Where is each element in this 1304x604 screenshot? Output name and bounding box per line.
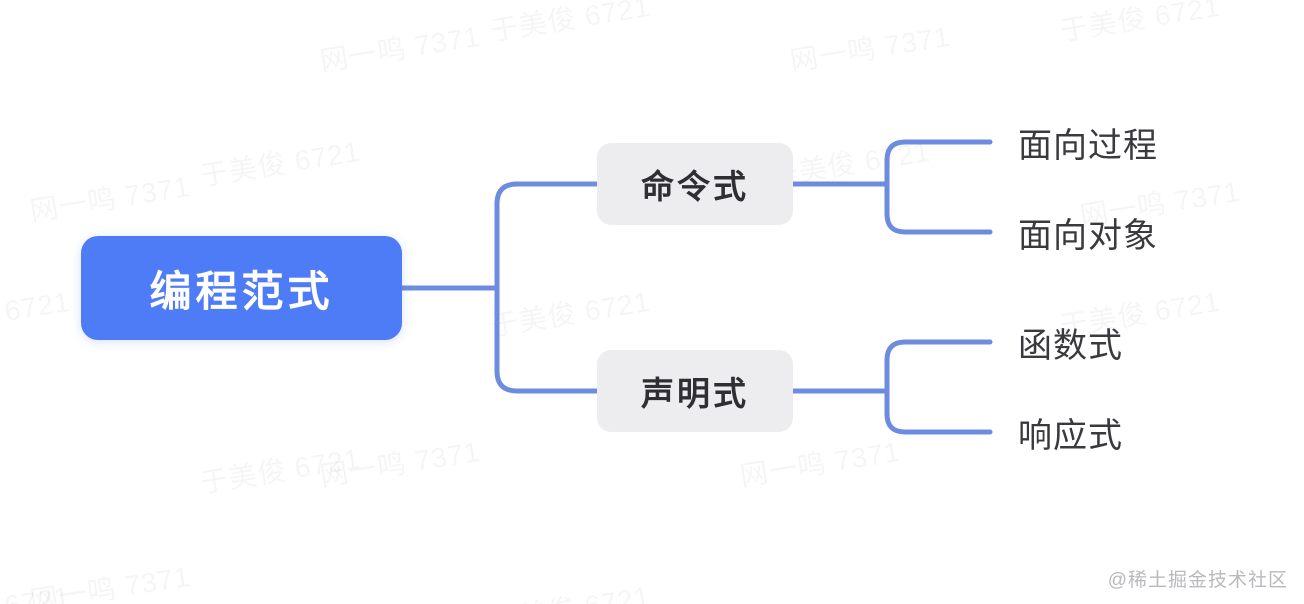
mindmap-node-branch-declarative[interactable]: 声明式: [597, 350, 793, 432]
source-watermark: @稀土掘金技术社区: [1107, 570, 1288, 591]
mindmap-node-branch-imperative[interactable]: 命令式: [597, 143, 793, 225]
mindmap-node-leaf-object-oriented[interactable]: 面向对象: [1018, 209, 1158, 255]
node-leaf-0-label: 面向过程: [1018, 126, 1158, 165]
edge-branch-1-to-leaf-3: [884, 388, 993, 435]
mindmap-node-leaf-procedural[interactable]: 面向过程: [1018, 119, 1158, 165]
node-leaf-3-label: 响应式: [1018, 416, 1123, 455]
mindmap-node-leaf-functional[interactable]: 函数式: [1018, 319, 1123, 365]
edge-branch-1-to-leaf-2: [884, 339, 993, 394]
mindmap-node-leaf-reactive[interactable]: 响应式: [1018, 409, 1123, 455]
edge-branch-0-to-leaf-0: [884, 139, 993, 187]
mindmap-node-root[interactable]: 编程范式: [81, 236, 402, 340]
edge-root-to-branch-1: [494, 285, 600, 394]
node-branch-1-label: 声明式: [641, 375, 749, 412]
node-branch-0-label: 命令式: [641, 168, 749, 205]
edge-branch-0-to-leaf-1: [884, 181, 993, 235]
node-root-label: 编程范式: [149, 267, 334, 315]
node-leaf-1-label: 面向对象: [1018, 216, 1158, 255]
node-leaf-2-label: 函数式: [1018, 326, 1123, 365]
edge-root-to-branch-0: [494, 181, 600, 291]
